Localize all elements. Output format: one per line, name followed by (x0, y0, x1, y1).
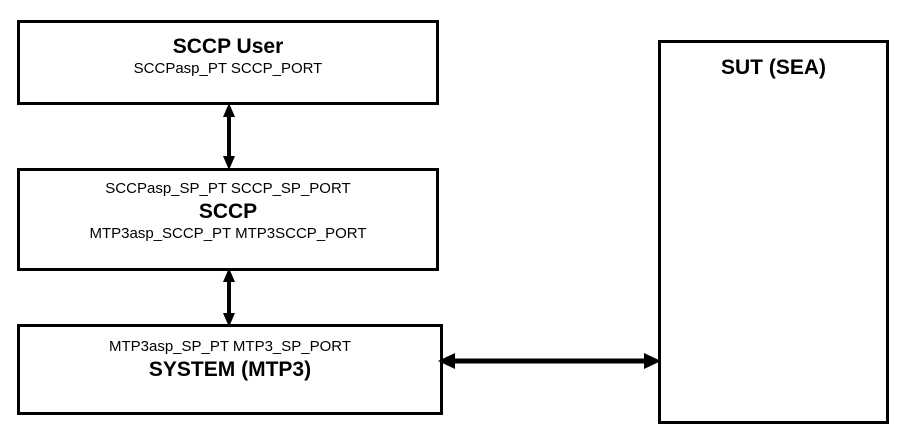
node-sccp-bottom-ports: MTP3asp_SCCP_PT MTP3SCCP_PORT (89, 225, 367, 242)
node-sccp-text: SCCPasp_SP_PT SCCP_SP_PORT SCCP MTP3asp_… (20, 179, 436, 244)
node-sut-sea-title: SUT (SEA) (721, 56, 826, 79)
node-sccp-user-bottom-ports: SCCPasp_PT SCCP_PORT (133, 60, 323, 77)
connector-system-mtp3-to-sut-sea (438, 353, 661, 369)
node-sut-sea[interactable]: SUT (SEA) (658, 40, 889, 424)
node-sccp-user-title: SCCP User (172, 35, 284, 58)
node-sccp[interactable]: SCCPasp_SP_PT SCCP_SP_PORT SCCP MTP3asp_… (17, 168, 439, 271)
node-system-mtp3-text: MTP3asp_SP_PT MTP3_SP_PORT SYSTEM (MTP3) (20, 337, 440, 382)
node-system-mtp3[interactable]: MTP3asp_SP_PT MTP3_SP_PORT SYSTEM (MTP3) (17, 324, 443, 415)
node-system-mtp3-top-ports: MTP3asp_SP_PT MTP3_SP_PORT (108, 338, 352, 355)
node-sccp-user[interactable]: SCCP User SCCPasp_PT SCCP_PORT (17, 20, 439, 105)
node-system-mtp3-title: SYSTEM (MTP3) (148, 358, 312, 381)
node-sccp-title: SCCP (198, 200, 258, 223)
node-sut-sea-text: SUT (SEA) (661, 55, 886, 80)
connector-sccp-user-to-sccp (223, 103, 235, 170)
node-sccp-top-ports: SCCPasp_SP_PT SCCP_SP_PORT (105, 180, 351, 197)
connector-sccp-to-system-mtp3 (223, 268, 235, 327)
node-sccp-user-text: SCCP User SCCPasp_PT SCCP_PORT (20, 34, 436, 79)
